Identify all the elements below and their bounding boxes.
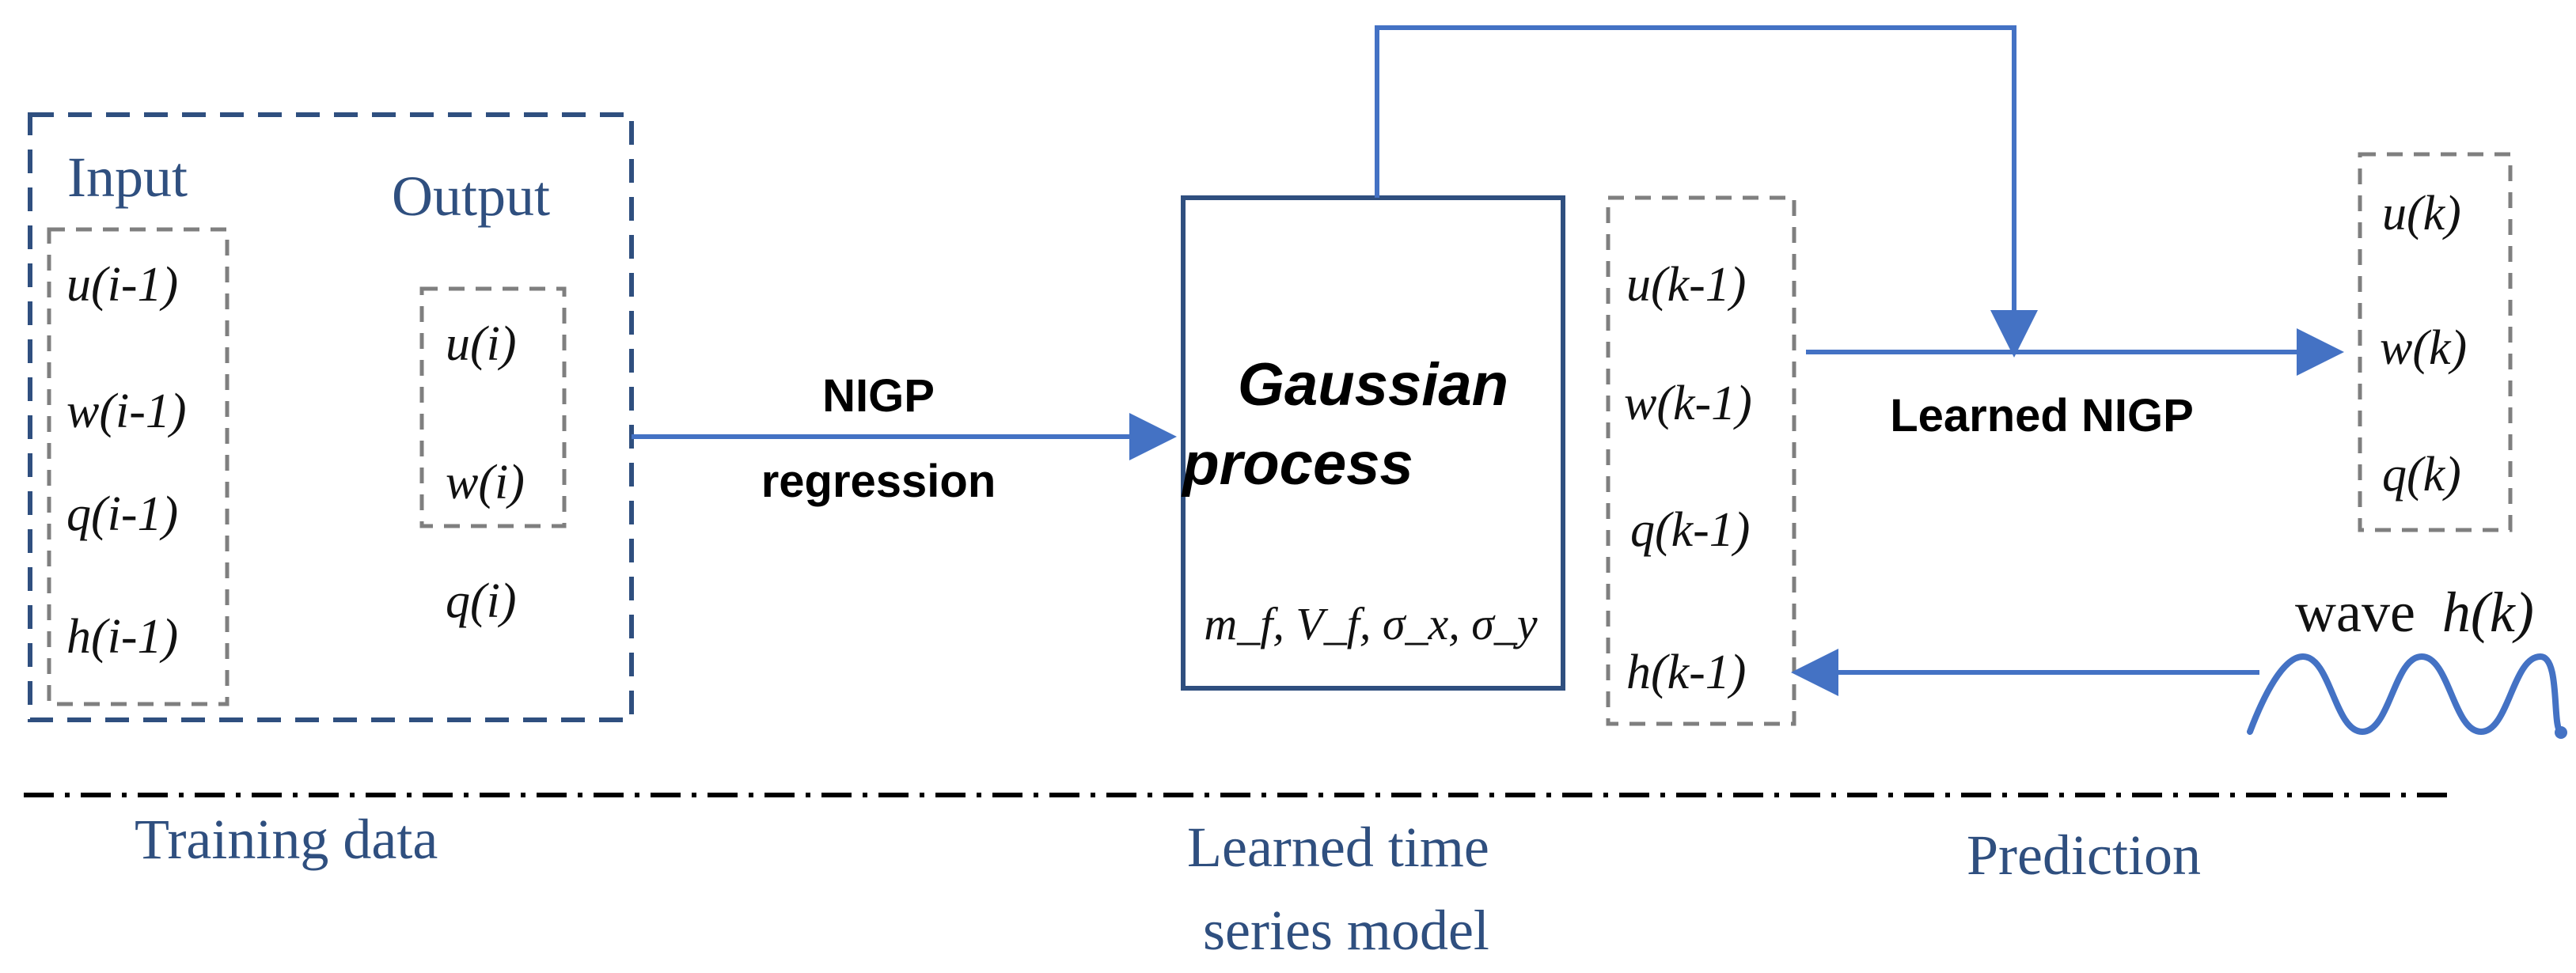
training-input-var: u(i-1) [66,258,178,312]
training-output-var: q(i) [446,574,517,628]
prediction-input-var: q(k-1) [1630,503,1750,557]
prediction-output-var: u(k) [2382,187,2461,240]
training-output-var: u(i) [446,317,517,371]
prediction-output-var: w(k) [2380,321,2467,375]
feedback-loop-arrow [1375,25,2038,358]
prediction-output-box [2358,152,2513,532]
regression-label-line2: regression [761,456,996,507]
gp-parameters: m_f, V_f, σ_x, σ_y [1204,598,1537,649]
training-input-var: q(i-1) [66,487,178,541]
prediction-output-var: q(k) [2382,448,2461,502]
training-input-var: h(i-1) [66,610,178,664]
wave-word: wave [2295,581,2415,644]
prediction-input-var: w(k-1) [1624,377,1752,430]
wave-icon [2247,653,2563,736]
input-label: Input [67,146,188,209]
training-data-label: Training data [135,808,438,871]
training-output-var: w(i) [446,456,525,509]
prediction-label: Prediction [1967,823,2201,887]
wave-label: wave h(k) [2295,581,2534,644]
gp-title-line1: Gaussian [1238,351,1508,418]
wave-end-dot [2555,726,2567,739]
training-data-frame [28,112,634,722]
training-input-box [47,227,230,706]
prediction-input-var: u(k-1) [1626,258,1746,312]
prediction-input-box [1606,195,1796,726]
learned-model-label-line2: series model [1203,899,1489,962]
learned-model-label-line1: Learned time [1187,816,1489,879]
training-input-var: w(i-1) [66,384,187,438]
prediction-input-var: h(k-1) [1626,646,1746,699]
gp-title-line2: process [1181,430,1413,498]
output-label: Output [392,165,550,228]
gaussian-process-box [1181,195,1565,691]
learned-nigp-label: Learned NIGP [1890,390,2194,441]
regression-label-line1: NIGP [822,370,935,422]
wave-variable: h(k) [2442,581,2534,644]
